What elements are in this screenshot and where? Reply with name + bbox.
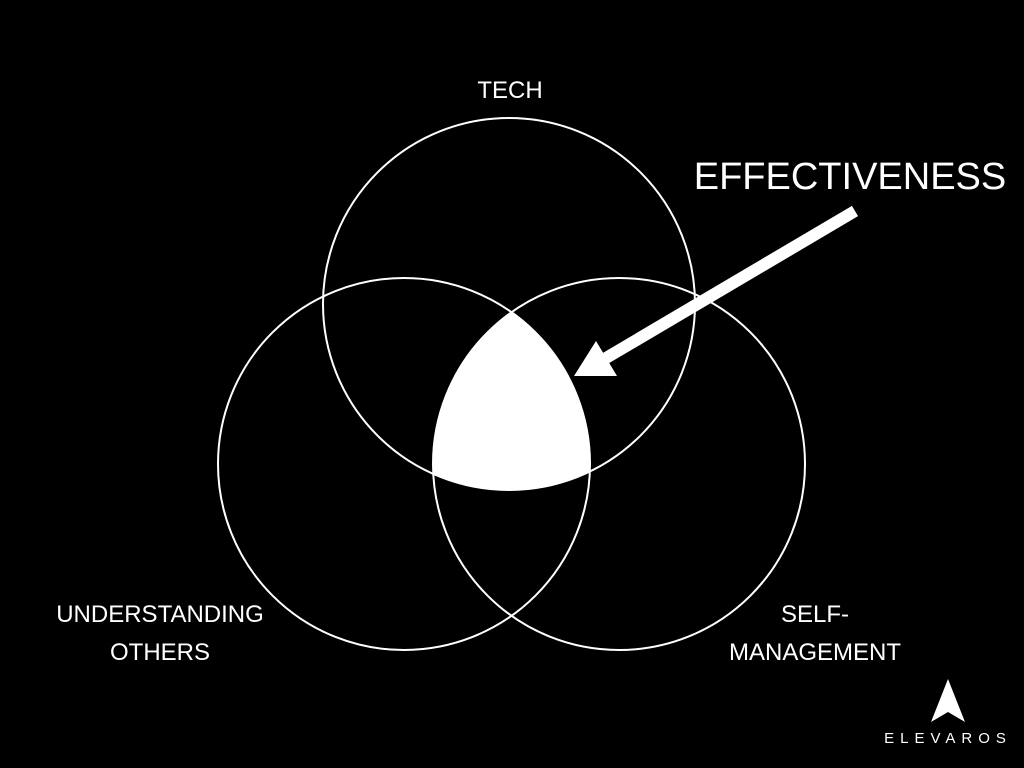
label-self-management-line2: MANAGEMENT (728, 639, 901, 666)
label-understanding-others: UNDERSTANDING OTHERS (20, 596, 300, 672)
circle-self-management (432, 277, 806, 651)
label-effectiveness: EFFECTIVENESS (693, 156, 1007, 198)
circle-understanding-others (217, 277, 591, 651)
arrowhead-icon (931, 679, 965, 722)
callout-arrow-head (574, 341, 617, 376)
callout-arrow-shaft (602, 205, 859, 364)
label-self-management: SELF- MANAGEMENT (680, 596, 950, 672)
label-understanding-others-line2: OTHERS (109, 639, 210, 666)
label-tech: TECH (477, 77, 543, 104)
label-understanding-others-line1: UNDERSTANDING (56, 601, 264, 628)
intersection-region (433, 278, 590, 490)
label-self-management-line1: SELF- (780, 601, 849, 628)
logo-text: ELEVAROS (884, 730, 1012, 747)
logo: ELEVAROS (880, 678, 1016, 756)
